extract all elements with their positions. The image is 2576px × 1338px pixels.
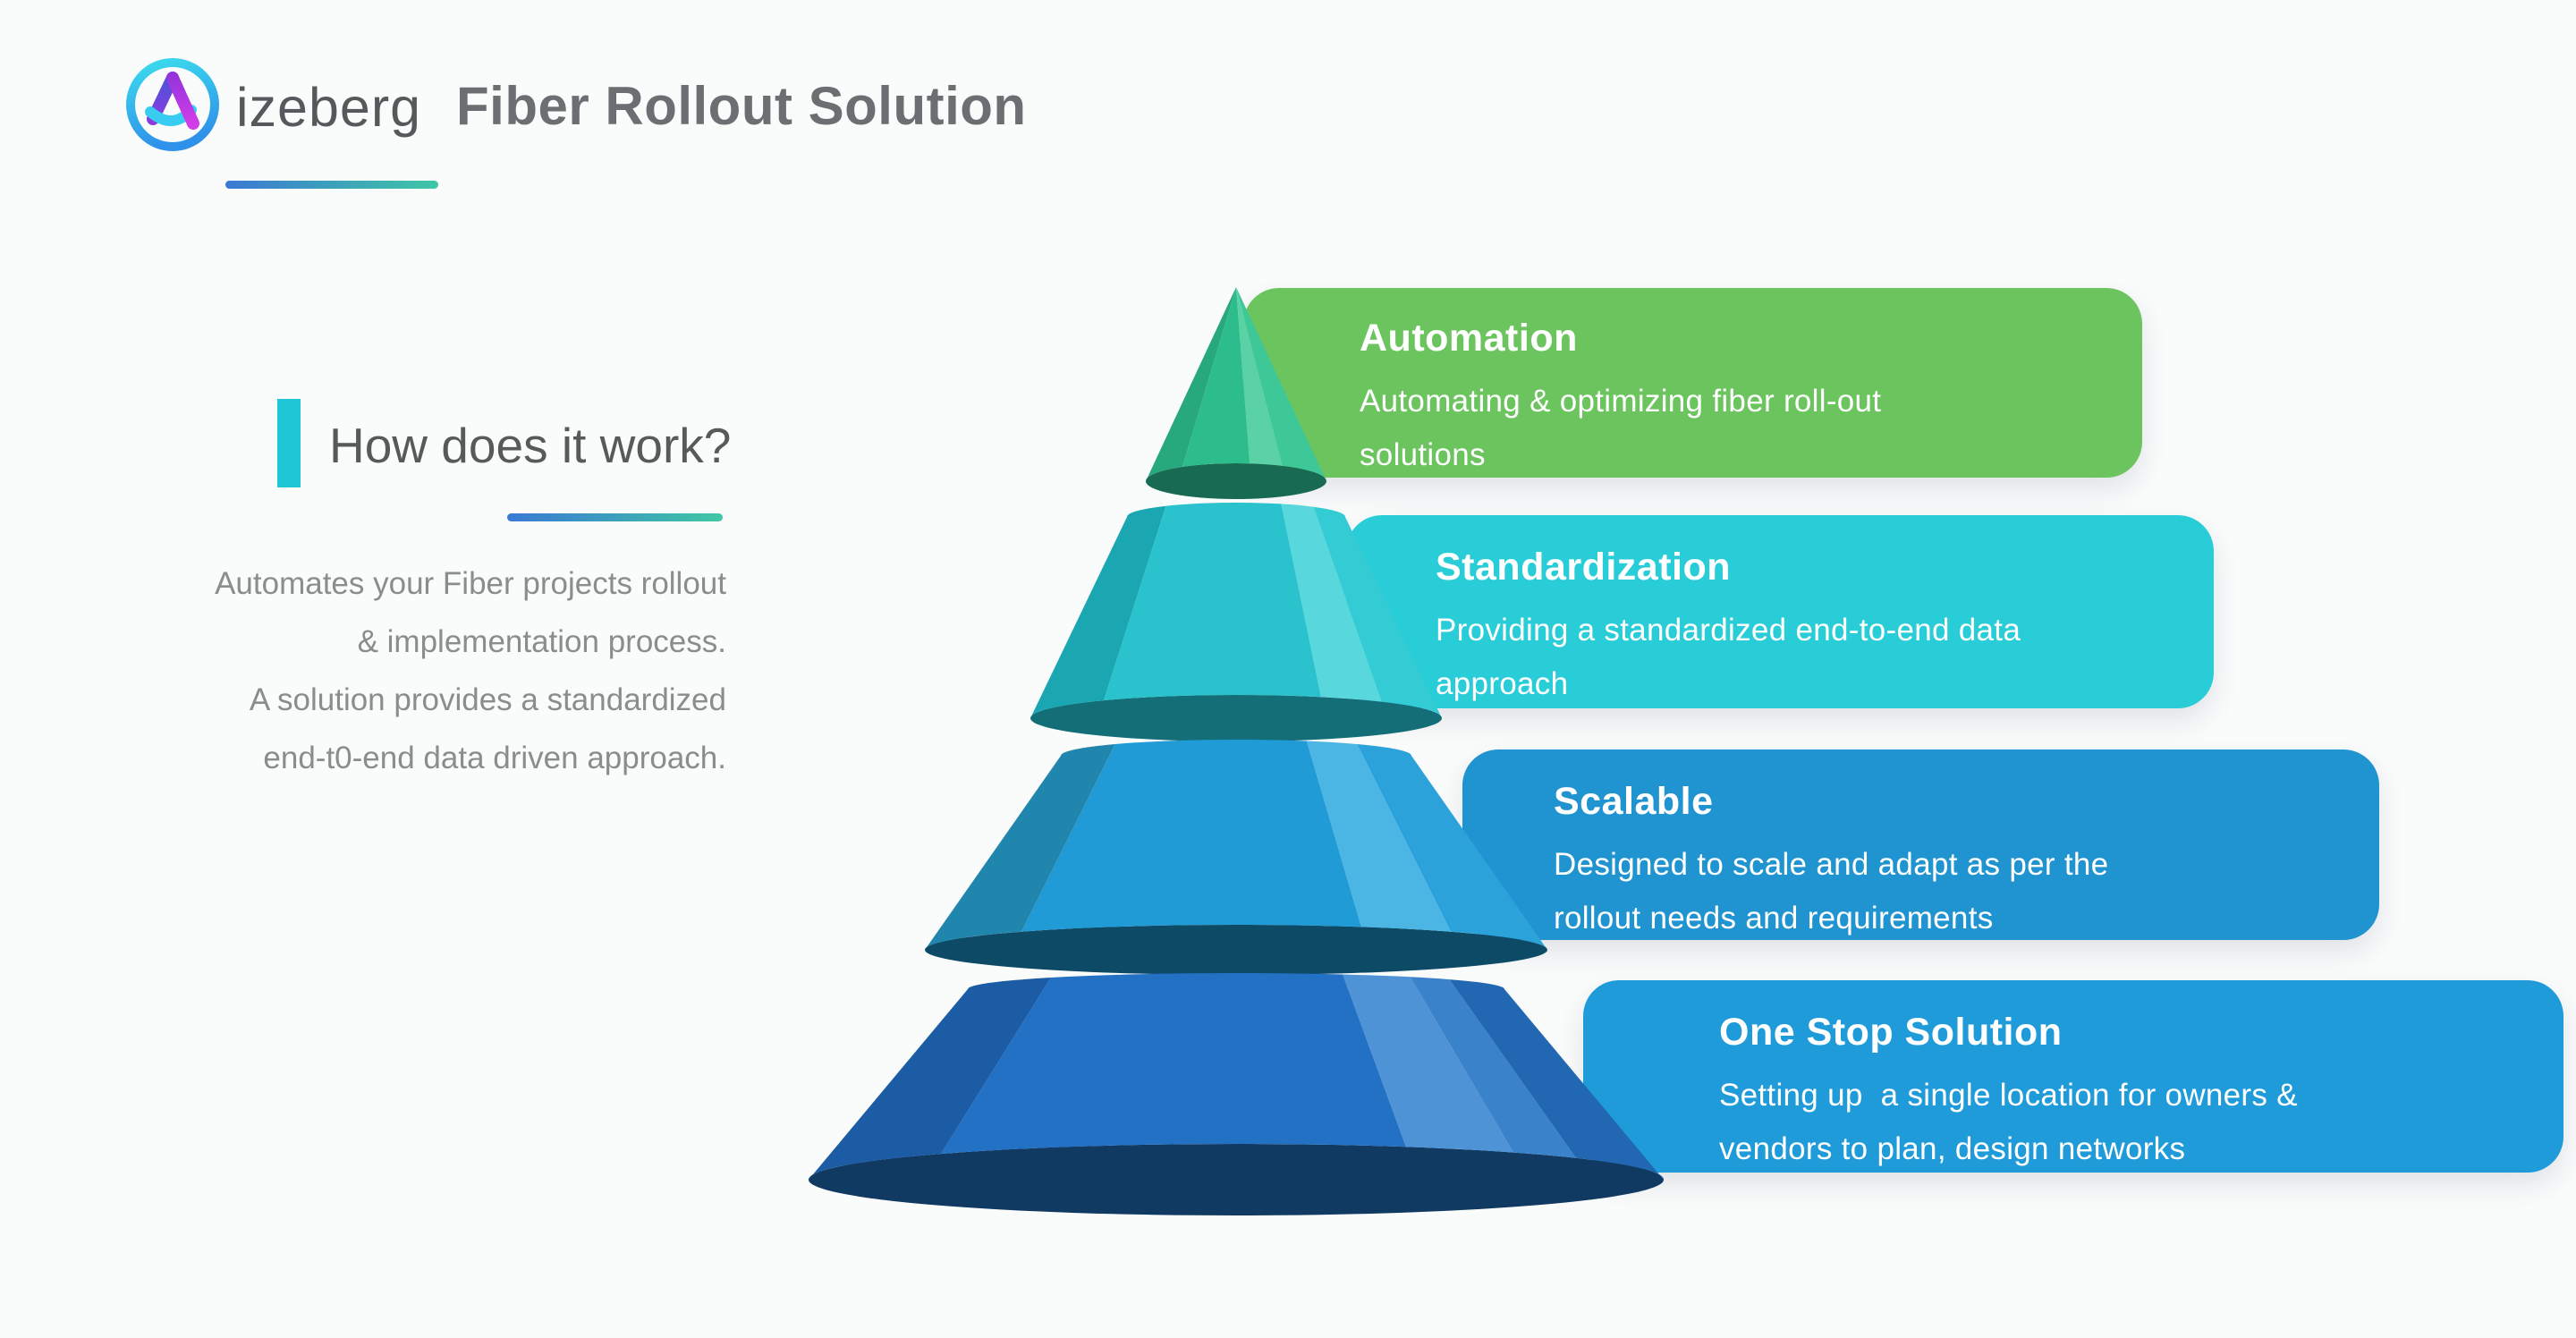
- card-standardization: Standardization Providing a standardized…: [1346, 515, 2214, 708]
- pyramid-level-3-face-light: [1306, 741, 1451, 932]
- card-description-line: rollout needs and requirements: [1554, 901, 1994, 936]
- pyramid-level-3-face-dark: [924, 744, 1115, 950]
- pyramid-diagram: [809, 287, 1665, 1215]
- pyramid-level-2-underside: [1030, 695, 1442, 741]
- card-title: Scalable: [1554, 780, 1714, 823]
- pyramid-level-4-face-right: [1449, 979, 1665, 1180]
- section-heading: How does it work?: [329, 418, 732, 473]
- logo-a-right-stroke: [166, 72, 199, 130]
- pyramid-level-2-face-dark: [1030, 505, 1166, 718]
- pyramid-level-4-face-light: [1343, 974, 1513, 1153]
- pyramid-level-4-underside: [809, 1144, 1664, 1215]
- pyramid-level-4-face-dark: [809, 978, 1051, 1180]
- pyramid-level-4-face-main: [941, 973, 1406, 1155]
- intro-paragraph: Automates your Fiber projects rollout & …: [161, 555, 726, 787]
- card-description-line: approach: [1436, 666, 1569, 701]
- card-description: Designed to scale and adapt as per the r…: [1554, 838, 2343, 945]
- pyramid-level-3-scalable: [924, 739, 1548, 975]
- card-one-stop-solution: One Stop Solution Setting up a single lo…: [1583, 980, 2563, 1173]
- pyramid-level-1-automation: [1146, 287, 1326, 499]
- card-description: Automating & optimizing fiber roll-out s…: [1360, 375, 2106, 482]
- pyramid-level-3-underside: [925, 925, 1547, 975]
- intro-paragraph-line: Automates your Fiber projects rollout: [215, 566, 726, 601]
- pyramid-level-1-face-main: [1182, 287, 1250, 467]
- logo-ring: [126, 58, 219, 151]
- card-description-line: Designed to scale and adapt as per the: [1554, 847, 2109, 882]
- pyramid-level-3-face-main: [1021, 739, 1361, 932]
- card-title: Standardization: [1436, 546, 1732, 589]
- card-description: Setting up a single location for owners …: [1719, 1069, 2528, 1176]
- intro-paragraph-line: A solution provides a standardized: [249, 682, 726, 717]
- izeberg-logo-icon: [126, 58, 219, 151]
- pyramid-level-1-face-light: [1236, 287, 1283, 466]
- pyramid-level-1-face-right: [1236, 287, 1326, 481]
- pyramid-level-1-underside: [1146, 463, 1326, 499]
- card-automation: Automation Automating & optimizing fiber…: [1243, 288, 2142, 478]
- pyramid-level-4-face-medium: [1410, 977, 1576, 1158]
- card-description-line: Automating & optimizing fiber roll-out: [1360, 384, 1882, 419]
- section-accent-bar: [277, 399, 301, 487]
- pyramid-level-2-face-right: [1313, 506, 1443, 718]
- card-description-line: solutions: [1360, 437, 1486, 472]
- page-title: Fiber Rollout Solution: [456, 76, 1027, 136]
- pyramid-level-1-face-dark: [1146, 287, 1236, 481]
- intro-paragraph-line: end-t0-end data driven approach.: [263, 741, 726, 775]
- pyramid-level-4-one-stop-solution: [809, 973, 1665, 1215]
- card-description: Providing a standardized end-to-end data…: [1436, 604, 2178, 711]
- header-underline: [225, 181, 438, 189]
- pyramid-level-3-face-right: [1357, 744, 1548, 950]
- pyramid-level-2-face-main: [1104, 502, 1321, 701]
- card-description-line: vendors to plan, design networks: [1719, 1131, 2186, 1166]
- pyramid-level-2-standardization: [1030, 502, 1443, 741]
- card-title: Automation: [1360, 317, 1578, 360]
- logo-text: izeberg: [236, 77, 422, 138]
- pyramid-level-2-face-light: [1281, 504, 1382, 702]
- intro-paragraph-line: & implementation process.: [357, 624, 726, 659]
- card-title: One Stop Solution: [1719, 1011, 2063, 1054]
- card-description-line: Providing a standardized end-to-end data: [1436, 613, 2021, 648]
- card-description-line: Setting up a single location for owners …: [1719, 1078, 2298, 1113]
- section-underline: [507, 513, 723, 521]
- card-scalable: Scalable Designed to scale and adapt as …: [1462, 749, 2379, 940]
